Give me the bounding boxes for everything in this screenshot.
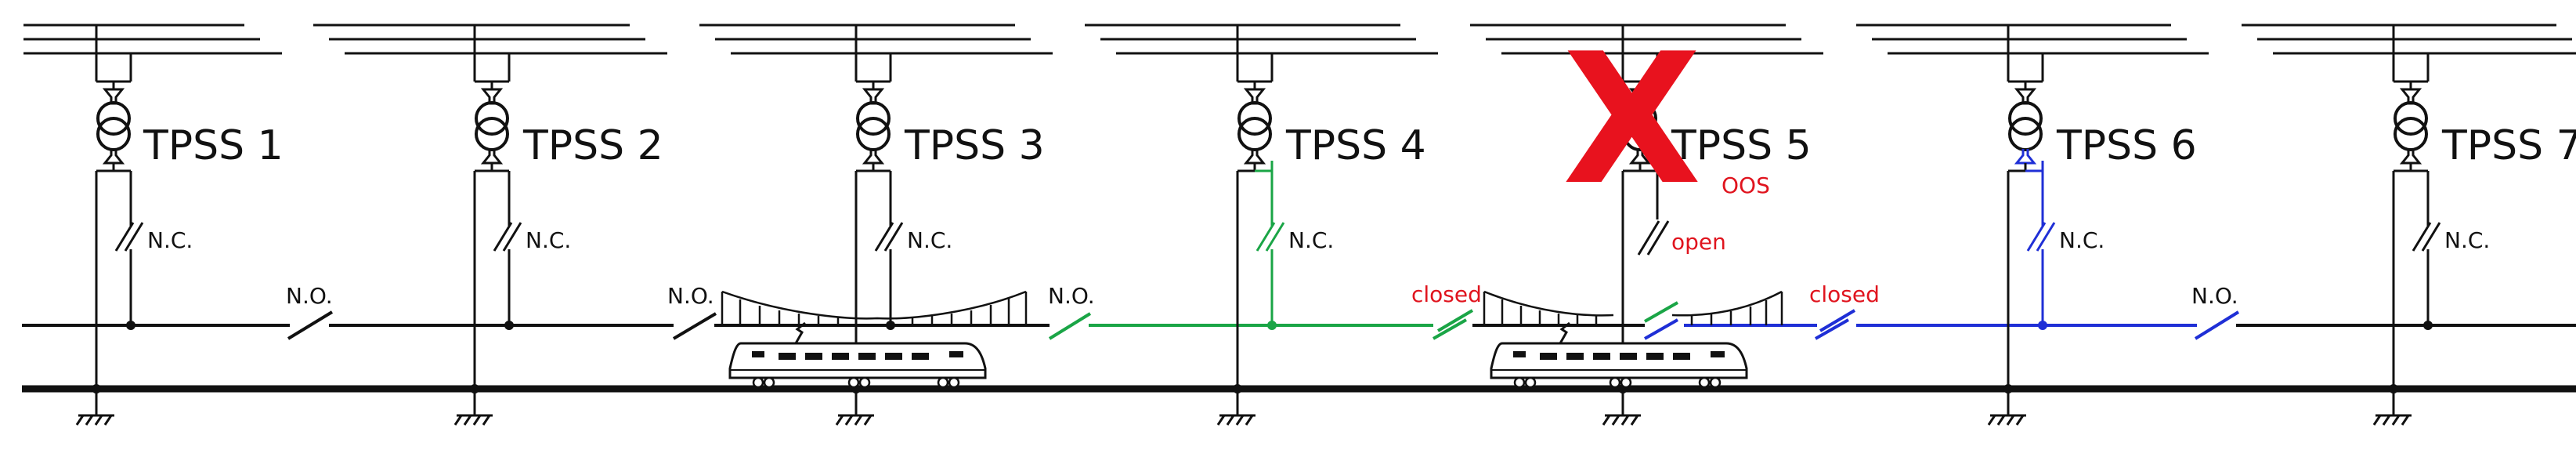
substation-label: TPSS 5	[1671, 122, 1812, 169]
junction-dot	[2389, 384, 2398, 394]
feeder-switch-state: N.C.	[2444, 227, 2490, 253]
junction-dot	[886, 321, 895, 330]
feeder-switch-state: N.C.	[2059, 227, 2105, 253]
substation-label: TPSS 4	[1285, 122, 1426, 169]
feeder-switch-state: N.C.	[526, 227, 571, 253]
train-icon	[728, 321, 987, 389]
substation-4: TPSS 4 N.C.	[1216, 25, 1426, 426]
substation-3: TPSS 3 N.C.	[835, 25, 1045, 426]
ground-icon	[835, 396, 874, 426]
feeder-switch-state: open	[1671, 229, 1726, 255]
feeder-switch-state: N.C.	[147, 227, 193, 253]
feeder-symbol	[1236, 149, 1285, 396]
ground-icon	[453, 396, 493, 426]
section-switch-state: N.O.	[667, 283, 714, 309]
out-of-service-x-icon: X	[1563, 16, 1701, 225]
substation-label: TPSS 6	[2056, 122, 2197, 169]
transformer-icon	[1237, 101, 1272, 151]
hv-feeder-lines	[23, 24, 2576, 55]
section-switch-3: N.O.	[1048, 283, 1095, 340]
section-switch-2: N.O.	[667, 283, 717, 340]
substation-label: TPSS 2	[522, 122, 663, 169]
section-insulator	[1644, 301, 1678, 340]
ground-icon	[75, 396, 114, 426]
transformer-icon	[2008, 101, 2043, 151]
substation-6: TPSS 6 N.C.	[1987, 25, 2197, 426]
junction-dot	[470, 384, 479, 394]
busbar-disconnector-symbol	[2392, 25, 2430, 105]
busbar-disconnector-symbol	[1236, 25, 1274, 105]
transformer-icon	[2394, 101, 2428, 151]
substation-5: X TPSS 5 OOS open	[1563, 16, 1812, 426]
section-switch-6: N.O.	[2191, 283, 2240, 340]
transformer-icon	[475, 101, 509, 151]
ground-icon	[1987, 396, 2026, 426]
substation-2: TPSS 2 N.C.	[453, 25, 663, 426]
junction-dot	[92, 384, 101, 394]
junction-dot	[2003, 384, 2013, 394]
junction-dot	[1233, 384, 1242, 394]
junction-dot	[1267, 321, 1277, 330]
section-switch-state: closed	[1411, 281, 1482, 307]
train-icon	[1490, 321, 1748, 389]
feeder-symbol	[2007, 149, 2056, 396]
out-of-service-label: OOS	[1722, 172, 1770, 198]
junction-dot	[2423, 321, 2433, 330]
ground-icon	[1216, 396, 1255, 426]
busbar-disconnector-symbol	[854, 25, 892, 105]
substation-label: TPSS 1	[143, 122, 284, 169]
substation-label: TPSS 3	[904, 122, 1045, 169]
feeder-symbol	[2392, 149, 2441, 396]
section-switch-state: N.O.	[286, 283, 333, 309]
busbar-disconnector-symbol	[473, 25, 511, 105]
junction-dot	[126, 321, 135, 330]
section-switch-1: N.O.	[286, 283, 334, 340]
catenary-span	[1483, 290, 1783, 325]
feeder-switch-state: N.C.	[907, 227, 952, 253]
busbar-disconnector-symbol	[95, 25, 132, 105]
section-switch-4: closed	[1411, 281, 1482, 340]
transformer-icon	[856, 101, 891, 151]
section-switch-state: N.O.	[1048, 283, 1095, 309]
busbar-disconnector-symbol	[2007, 25, 2044, 105]
transformer-icon	[1623, 101, 1657, 151]
ground-icon	[1602, 396, 1641, 426]
transformer-icon	[96, 101, 131, 151]
junction-dot	[504, 321, 514, 330]
junction-dot	[2038, 321, 2047, 330]
section-switch-5: closed	[1809, 281, 1880, 340]
substation-1: TPSS 1 N.C.	[75, 25, 284, 426]
substation-7: TPSS 7 N.C.	[2372, 25, 2576, 426]
feeder-switch-state: N.C.	[1288, 227, 1334, 253]
feeder-symbol	[95, 149, 144, 396]
section-switch-state: N.O.	[2191, 283, 2238, 309]
section-switch-state: closed	[1809, 281, 1880, 307]
feeder-symbol	[473, 149, 522, 396]
substation-label: TPSS 7	[2441, 122, 2576, 169]
catenary-span	[721, 290, 1028, 325]
ground-icon	[2372, 396, 2412, 426]
